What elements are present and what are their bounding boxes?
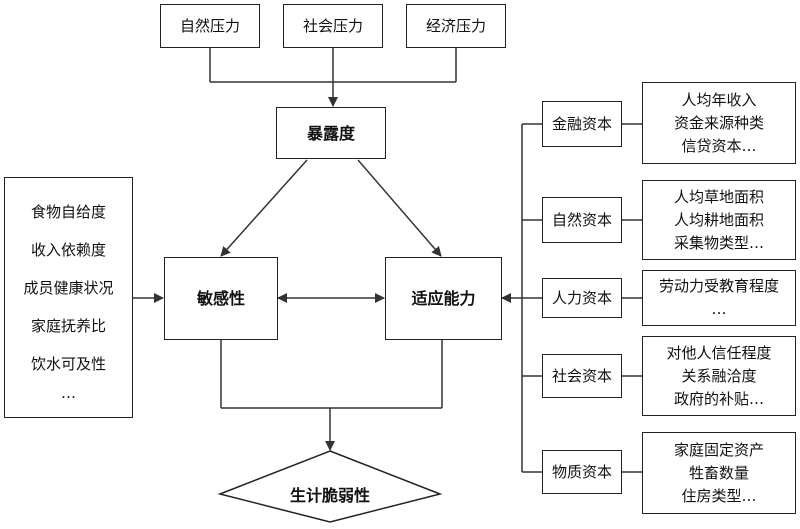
social-capital-items-box: 对他人信任程度 关系融洽度 政府的补贴… — [642, 336, 796, 416]
physical-capital-label: 物质资本 — [551, 462, 612, 481]
vulnerability-label: 生计脆弱性 — [289, 486, 370, 505]
capital-item: 资金来源种类 — [673, 113, 764, 132]
factor-ellipsis: … — [61, 383, 76, 402]
factor-member-health: 成员健康状况 — [23, 278, 114, 297]
economic-pressure-box: 经济压力 — [406, 4, 506, 48]
capital-item: 人均耕地面积 — [673, 210, 764, 229]
exposure-to-adaptive-arrow — [357, 159, 442, 257]
capital-item: 人均年收入 — [681, 90, 757, 109]
factor-water-access: 饮水可及性 — [30, 354, 106, 373]
social-capital-box: 社会资本 — [542, 354, 622, 398]
adaptive-capacity-box: 适应能力 — [385, 257, 502, 340]
human-capital-label: 人力资本 — [551, 288, 612, 307]
exposure-to-sensitivity-arrow — [220, 159, 308, 257]
sensitivity-label: 敏感性 — [196, 289, 245, 308]
natural-pressure-label: 自然压力 — [179, 16, 240, 35]
natural-capital-box: 自然资本 — [542, 197, 622, 243]
capital-item: 政府的补贴… — [673, 389, 764, 408]
financial-capital-label: 金融资本 — [551, 114, 612, 133]
sensitivity-factors-box: 食物自给度 收入依赖度 成员健康状况 家庭抚养比 饮水可及性 … — [4, 177, 133, 418]
physical-capital-box: 物质资本 — [542, 450, 622, 494]
financial-capital-items-box: 人均年收入 资金来源种类 信贷资本… — [642, 82, 796, 164]
capital-item: 家庭固定资产 — [673, 440, 764, 459]
capital-item: 人均草地面积 — [673, 187, 764, 206]
physical-capital-items-box: 家庭固定资产 牲畜数量 住房类型… — [642, 432, 796, 514]
vulnerability-diamond — [217, 450, 443, 523]
natural-capital-items-box: 人均草地面积 人均耕地面积 采集物类型… — [642, 180, 796, 260]
capital-item: 采集物类型… — [673, 233, 764, 252]
capital-item: 劳动力受教育程度 — [658, 277, 779, 295]
capital-item: 住房类型… — [681, 486, 757, 505]
capital-item: 牲畜数量 — [688, 463, 749, 482]
social-pressure-box: 社会压力 — [283, 4, 383, 48]
natural-capital-label: 自然资本 — [551, 210, 612, 229]
human-capital-box: 人力资本 — [542, 278, 622, 318]
capital-item: … — [711, 300, 727, 318]
capital-item: 对他人信任程度 — [666, 343, 772, 362]
social-capital-label: 社会资本 — [551, 366, 612, 385]
exposure-box: 暴露度 — [276, 107, 386, 159]
economic-pressure-label: 经济压力 — [425, 16, 486, 35]
natural-pressure-box: 自然压力 — [160, 4, 260, 48]
capital-item: 信贷资本… — [681, 136, 757, 155]
financial-capital-box: 金融资本 — [542, 101, 622, 147]
sensitivity-box: 敏感性 — [164, 257, 278, 340]
capital-item: 关系融洽度 — [681, 366, 757, 385]
social-pressure-label: 社会压力 — [302, 16, 363, 35]
human-capital-items-box: 劳动力受教育程度 … — [642, 270, 796, 326]
factor-income-dependence: 收入依赖度 — [30, 240, 106, 259]
exposure-label: 暴露度 — [306, 123, 355, 143]
factor-food-self-sufficiency: 食物自给度 — [30, 202, 106, 221]
adaptive-capacity-label: 适应能力 — [411, 289, 476, 308]
factor-dependency-ratio: 家庭抚养比 — [30, 316, 106, 335]
